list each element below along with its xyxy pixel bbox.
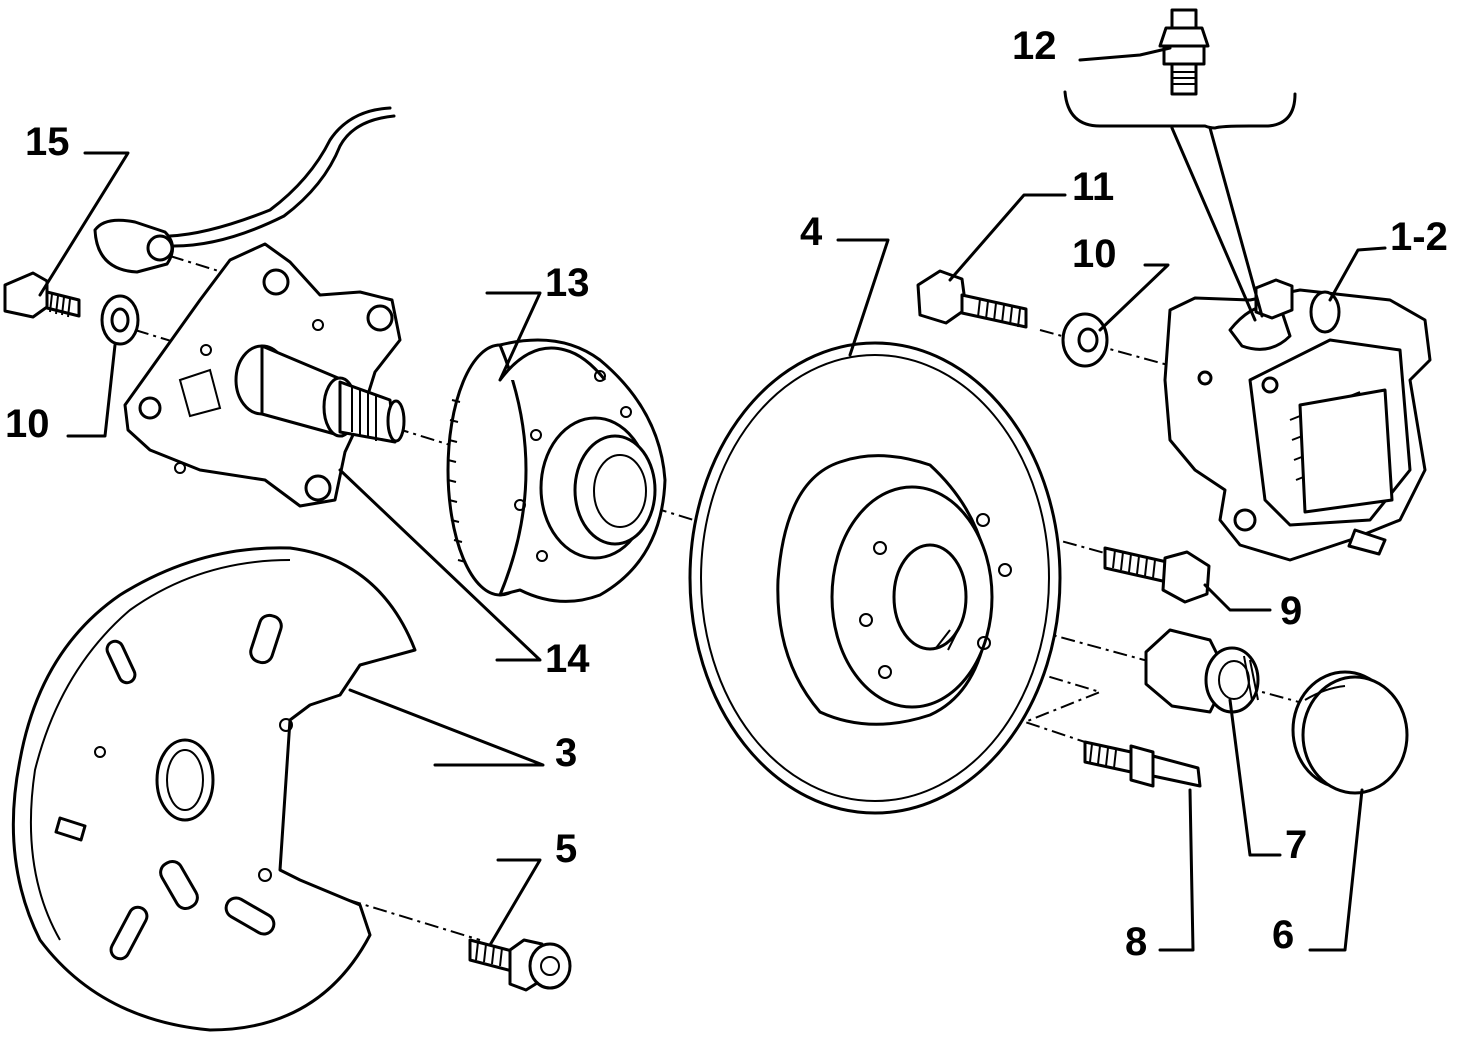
washer-10-right bbox=[1061, 312, 1109, 368]
callout-7: 7 bbox=[1285, 823, 1307, 867]
callout-12: 12 bbox=[1012, 24, 1057, 68]
washer-10-left bbox=[100, 294, 140, 346]
wheel-stud-8 bbox=[1083, 740, 1202, 788]
hub-cap-6 bbox=[1291, 670, 1409, 795]
wheel-bolt-9 bbox=[1103, 546, 1211, 604]
wheel-hub-13 bbox=[446, 338, 667, 603]
callout-11: 11 bbox=[1072, 165, 1114, 209]
callout-10-left: 10 bbox=[5, 402, 50, 446]
brake-disc-4 bbox=[688, 341, 1062, 815]
callout-9: 9 bbox=[1280, 589, 1302, 633]
bleed-screw-12 bbox=[1158, 8, 1210, 96]
callout-3: 3 bbox=[555, 731, 577, 775]
callout-4: 4 bbox=[800, 210, 823, 254]
abs-sensor-wire bbox=[93, 106, 396, 274]
leader-lines bbox=[38, 46, 1387, 952]
callout-6: 6 bbox=[1272, 913, 1294, 957]
callout-labels: 15 10 13 14 4 3 5 11 10 12 1-2 9 7 8 6 bbox=[5, 24, 1448, 964]
hub-nut-7 bbox=[1144, 628, 1260, 714]
callout-14: 14 bbox=[545, 637, 590, 681]
brake-caliper-1-2 bbox=[1163, 278, 1432, 562]
callout-1-2: 1-2 bbox=[1390, 215, 1448, 259]
callout-10-right: 10 bbox=[1072, 232, 1117, 276]
callout-5: 5 bbox=[555, 827, 577, 871]
dust-shield-3 bbox=[11, 546, 417, 1032]
caliper-bolt-11 bbox=[916, 269, 1028, 329]
callout-15: 15 bbox=[25, 120, 70, 164]
shield-screw-5 bbox=[468, 938, 572, 992]
callout-8: 8 bbox=[1125, 920, 1147, 964]
hub-carrier-14 bbox=[123, 242, 406, 508]
callout-13: 13 bbox=[545, 261, 590, 305]
sensor-bolt-15 bbox=[3, 271, 81, 319]
